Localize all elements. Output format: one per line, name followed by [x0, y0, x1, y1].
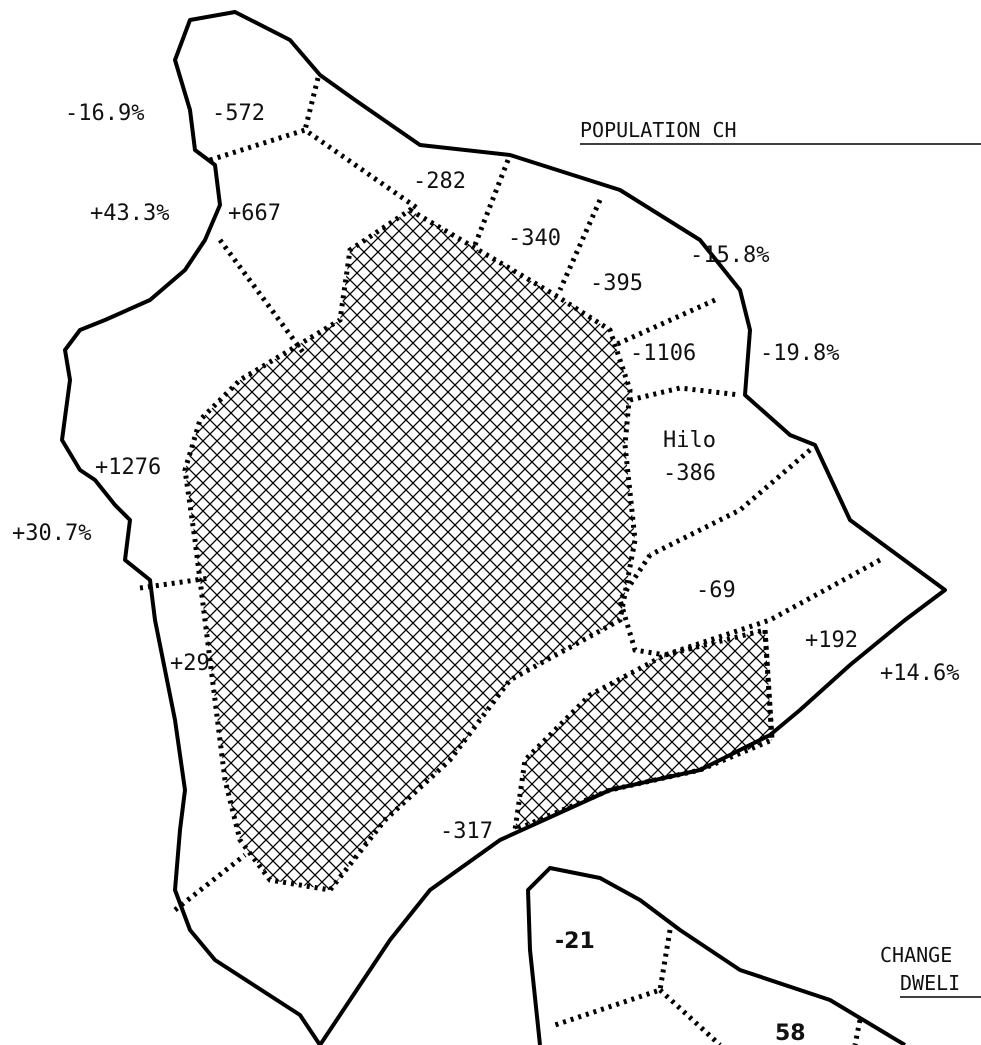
- label-puna: +192: [805, 628, 858, 653]
- inset-boundary-c: [852, 1019, 863, 1045]
- label-district-340: -340: [508, 226, 561, 251]
- inset-boundary-b: [658, 988, 722, 1045]
- inset-label-58: 58: [775, 1021, 806, 1045]
- boundary-kona-north: [139, 575, 211, 591]
- label-pct-south-kohala: +43.3%: [90, 201, 169, 226]
- boundary-69-west: [617, 553, 666, 658]
- boundary-395-1106: [613, 297, 717, 348]
- island-coastline: [60, 10, 947, 1045]
- label-south-kohala: +667: [228, 201, 281, 226]
- map-title: POPULATION CH: [580, 118, 737, 142]
- label-kau: -317: [440, 819, 493, 844]
- label-hilo-value: -386: [663, 461, 716, 486]
- boundary-69-192: [664, 557, 882, 658]
- boundary-340-395: [557, 198, 603, 292]
- boundary-nw-divider: [209, 127, 422, 213]
- boundary-hilo-north: [629, 385, 741, 403]
- inset-title-line1: CHANGE: [880, 943, 952, 967]
- label-pct-hamakua: -15.8%: [690, 243, 769, 268]
- label-pct-hilo: -19.8%: [760, 341, 839, 366]
- label-hilo-name: Hilo: [663, 428, 716, 453]
- label-pct-north-kohala: -16.9%: [65, 101, 144, 126]
- boundary-282-340: [472, 159, 511, 246]
- label-hamakua-282: -282: [413, 169, 466, 194]
- label-district-1106: -1106: [630, 341, 696, 366]
- crosshatch-region-central: [182, 207, 638, 893]
- label-pct-kona: +30.7%: [12, 521, 91, 546]
- inset-label-21: -21: [555, 929, 595, 954]
- label-south-kona: +29: [170, 651, 210, 676]
- label-pct-puna: +14.6%: [880, 661, 959, 686]
- boundary-kona-south: [173, 853, 247, 912]
- boundary-667-west: [217, 238, 308, 357]
- label-district-69: -69: [696, 578, 736, 603]
- label-north-kona: +1276: [95, 455, 161, 480]
- boundary-192-east: [762, 629, 775, 741]
- inset-title-line2: DWELI: [900, 971, 960, 995]
- inset-coastline: [526, 866, 907, 1045]
- crosshatch-region-south: [511, 626, 775, 835]
- label-north-kohala: -572: [212, 101, 265, 126]
- boundary-572-north: [302, 77, 321, 131]
- label-district-395: -395: [590, 271, 643, 296]
